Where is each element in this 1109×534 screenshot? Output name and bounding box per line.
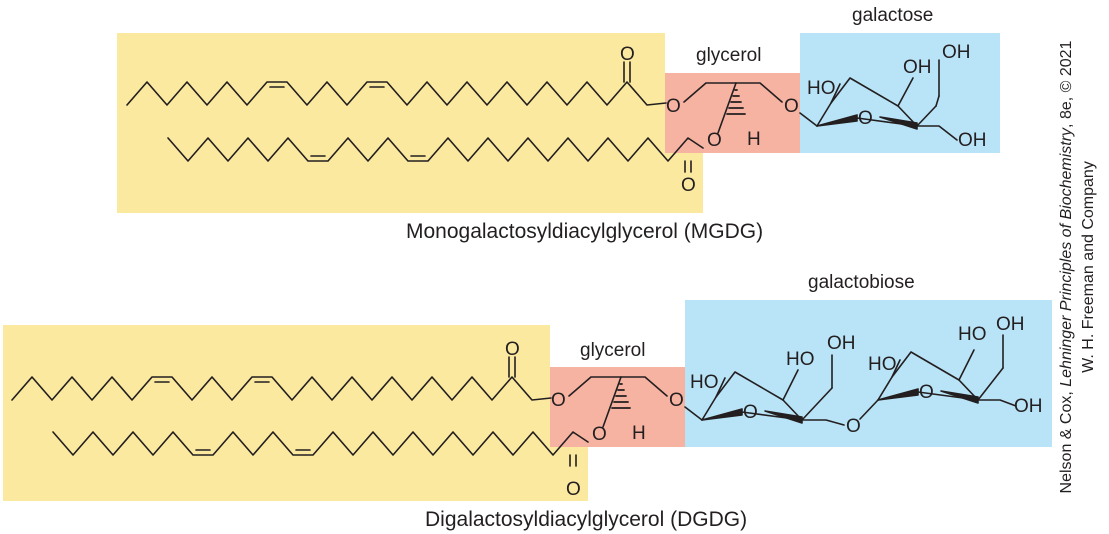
dgdg-galactose-1-c6: [801, 419, 845, 426]
mgdg-galactose-label: galactose: [852, 5, 934, 26]
dgdg-ring-o-1: O: [743, 402, 758, 423]
mgdg-caption: Monogalactosyldiacylglycerol (MGDG): [406, 220, 764, 243]
dgdg-ho-label-2: HO: [786, 349, 815, 370]
dgdg-glycosidic-bond-1: [684, 406, 703, 421]
mgdg-glycerol-h: H: [747, 129, 761, 150]
dgdg-ring-o-2: O: [919, 382, 934, 403]
mgdg-galactose-c5b: [935, 95, 940, 107]
dgdg-glycosidic-o-1: O: [669, 390, 684, 411]
dgdg-galactose-2-wedge-1: [877, 388, 919, 401]
dgdg-galactose-ring-1: [701, 371, 803, 421]
dgdg-galactose-2-wedge-2: [940, 390, 979, 404]
dgdg-oh-label-1: OH: [827, 333, 856, 354]
credit-text: Nelson & Cox, Lehninger Principles of Bi…: [1056, 41, 1100, 494]
mgdg-carbonyl-o-2: O: [681, 175, 696, 196]
dgdg-carbonyl-o-1: O: [505, 339, 520, 360]
mgdg-ring-o: O: [858, 108, 873, 129]
mgdg-ester-o-1: O: [666, 96, 681, 117]
dgdg-oh-label-3: OH: [1014, 396, 1043, 417]
dgdg-fatty-acid-chain-2: [52, 431, 589, 456]
mgdg-galactose-c2-ho: [830, 83, 841, 104]
dgdg-galactose-2-c6: [977, 399, 1017, 407]
dgdg-galactose-2-c5: [977, 367, 1004, 401]
dgdg-galactobiose-label: galactobiose: [808, 272, 915, 293]
mgdg-carbonyl-o-1: O: [620, 44, 635, 65]
dgdg-glycerol-c2-o: [602, 376, 622, 428]
mgdg-ester-o-2: O: [707, 130, 722, 151]
credit-line-2: W. H. Freeman and Company: [1080, 161, 1097, 373]
mgdg-oh-label-1: OH: [903, 57, 932, 78]
mgdg-galactose-wedge-1: [816, 114, 858, 127]
dgdg-glycerol-h: H: [632, 423, 646, 444]
mgdg-galactose-region: [800, 33, 1000, 153]
mgdg-galactose-wedge-2: [879, 116, 918, 130]
mgdg-glycosidic-o: O: [784, 96, 799, 117]
dgdg-ester-o-1: O: [551, 390, 566, 411]
mgdg-oh-label-3: OH: [958, 130, 987, 151]
mgdg-oh-label-2: OH: [942, 42, 971, 63]
dgdg-ho-label-4: HO: [958, 324, 987, 345]
mgdg-glycerol-label: glycerol: [696, 45, 762, 66]
dgdg-galactose-1-wedge-2: [764, 410, 803, 424]
dgdg-glycosidic-bond-2: [859, 399, 879, 420]
mgdg-glycerol-c2-o: [717, 82, 737, 134]
mgdg-acyl-region: [117, 33, 665, 213]
dgdg-fatty-acid-chain-1: [11, 376, 552, 401]
dgdg-galactose-2-c4-oh: [958, 349, 975, 381]
mgdg-ho-label: HO: [807, 78, 836, 99]
mgdg-hashed-wedge: [726, 89, 746, 115]
dgdg-glycosidic-o-2: O: [846, 416, 861, 437]
mgdg-glycosidic-bond: [799, 112, 818, 127]
dgdg-galactose-1-c5: [801, 387, 833, 421]
dgdg-galactose-1-c4-oh: [782, 369, 799, 401]
credit-line-1: Nelson & Cox, Lehninger Principles of Bi…: [1058, 40, 1075, 494]
dgdg-hashed-wedge: [611, 383, 631, 409]
dgdg-acyl-region: [3, 325, 550, 501]
mgdg-galactose-c6: [916, 125, 958, 141]
dgdg-caption: Digalactosyldiacylglycerol (DGDG): [425, 508, 748, 531]
dgdg-glycerol-label: glycerol: [580, 340, 646, 361]
dgdg-galactose-1-c2-ho: [715, 377, 726, 398]
dgdg-acyl-region-tail: [550, 447, 588, 501]
dgdg-ester-o-2: O: [592, 424, 607, 445]
mgdg-galactose-c4-oh: [897, 77, 914, 107]
dgdg-ho-label-1: HO: [690, 372, 719, 393]
dgdg-ho-label-3: HO: [868, 354, 897, 375]
mgdg-fatty-acid-chain-2: [167, 137, 704, 162]
dgdg-carbonyl-o-2: O: [566, 479, 581, 500]
mgdg-fatty-acid-chain-1: [126, 81, 667, 106]
mgdg-galactose-c5: [916, 105, 937, 127]
dgdg-oh-label-2: OH: [996, 314, 1025, 335]
dgdg-galactose-1-wedge-1: [701, 408, 743, 421]
dgdg-galactose-ring-2: [877, 351, 979, 401]
dgdg-galactose-2-c2-ho: [891, 359, 901, 378]
dgdg-galactobiose-region: [685, 300, 1052, 447]
mgdg-galactose-ring: [816, 77, 918, 127]
